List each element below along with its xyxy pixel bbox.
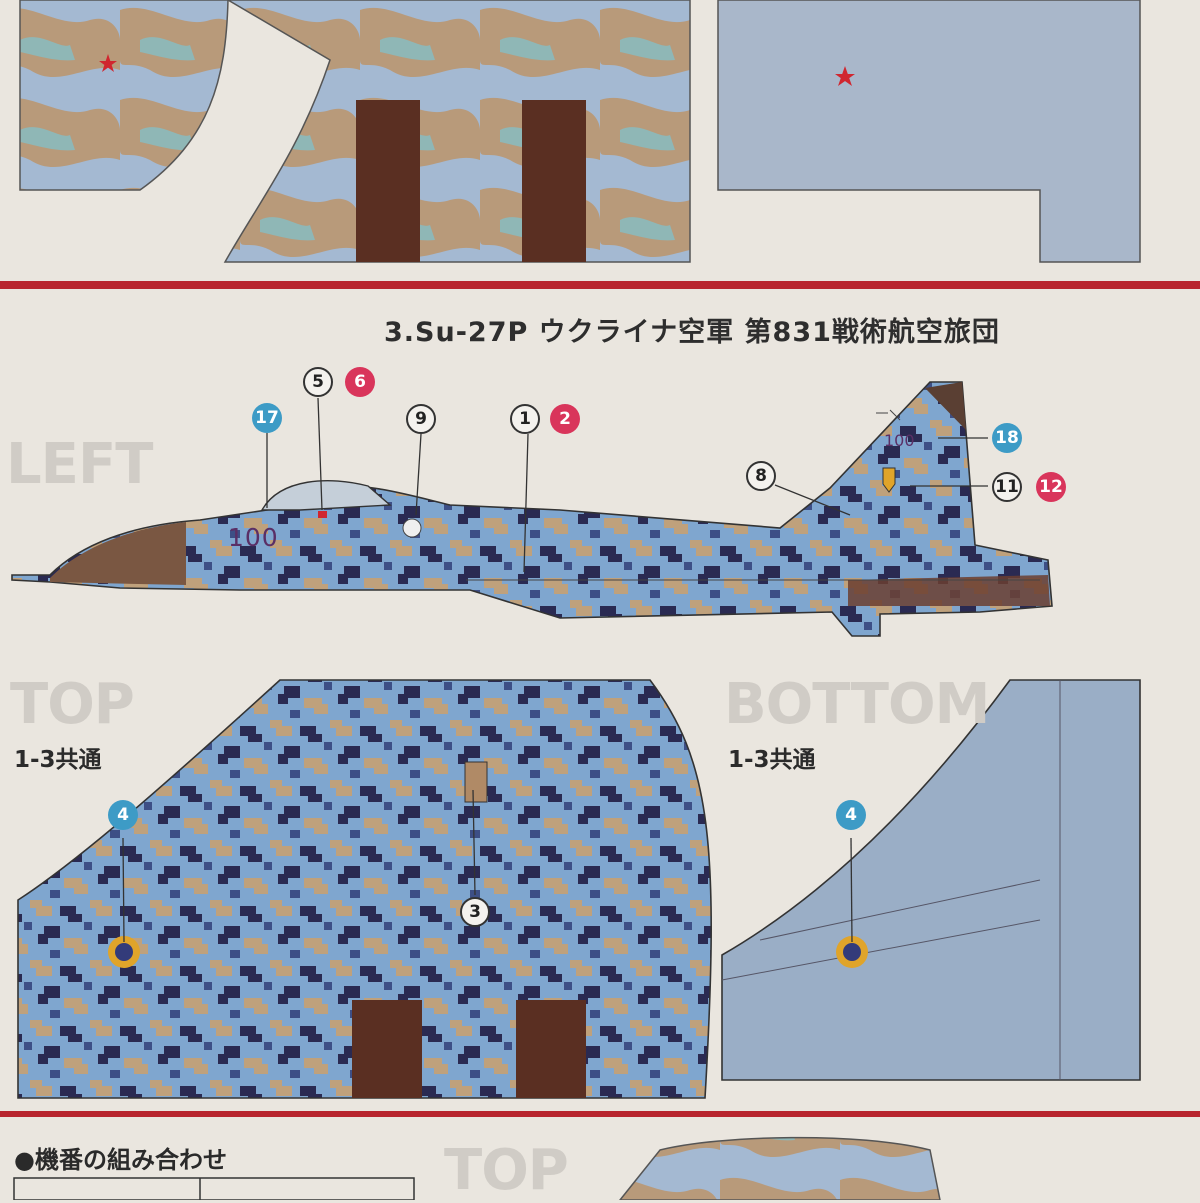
view-label-top: TOP	[10, 672, 135, 737]
su27-top-view	[17, 679, 712, 1099]
decal-callout: 4	[836, 800, 866, 830]
decal-callout: 1	[510, 404, 540, 434]
su27-bottom-view	[721, 679, 1141, 1081]
section-divider	[0, 1111, 1200, 1117]
decal-callout: 5	[303, 367, 333, 397]
decal-callout: 11	[992, 472, 1022, 502]
decal-callout: 3	[460, 897, 490, 927]
view-label-bottom: BOTTOM	[724, 672, 990, 737]
previous-scheme-artwork	[19, 0, 1141, 263]
decal-callout: 6	[345, 367, 375, 397]
aircraft-number-nose: 100	[228, 523, 279, 552]
decal-callout: 4	[108, 800, 138, 830]
aircraft-number-tail: 100	[884, 431, 915, 450]
decal-callout: 8	[746, 461, 776, 491]
common-note-top: 1-3共通	[14, 747, 102, 773]
section-divider	[0, 281, 1200, 289]
next-section-artwork	[13, 1136, 941, 1200]
scheme-title: 3.Su-27P ウクライナ空軍 第831戦術航空旅団	[384, 317, 1000, 348]
su27-side-profile	[11, 381, 1053, 637]
decal-callout: 9	[406, 404, 436, 434]
view-label-top-next: TOP	[444, 1138, 569, 1203]
view-label-left: LEFT	[6, 432, 153, 497]
decal-callout: 12	[1036, 472, 1066, 502]
decal-callout: 17	[252, 403, 282, 433]
section-heading-number-combos: ●機番の組み合わせ	[14, 1146, 227, 1174]
decal-callout: 18	[992, 423, 1022, 453]
common-note-bottom: 1-3共通	[728, 747, 816, 773]
decal-callout: 2	[550, 404, 580, 434]
